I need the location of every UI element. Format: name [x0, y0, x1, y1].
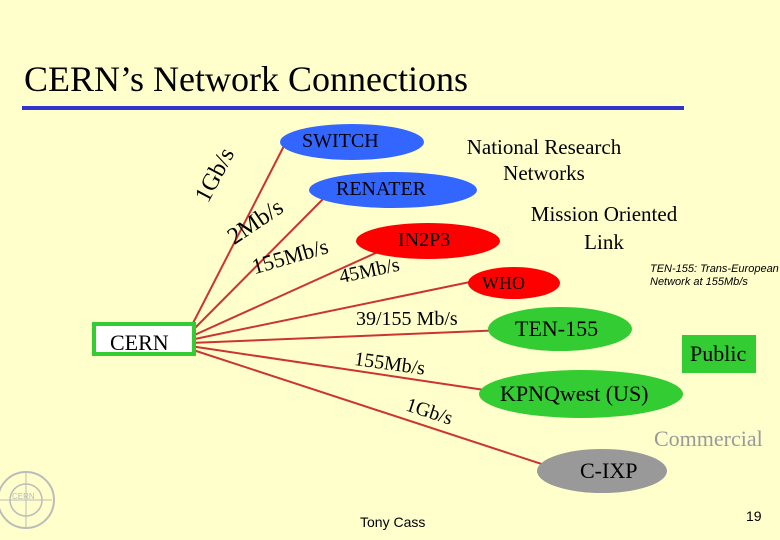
mission-oriented-label: Mission Oriented Link: [514, 200, 694, 256]
link-line-who: [189, 281, 471, 341]
cixp-node-label: C-IXP: [580, 458, 638, 483]
link-line-renater: [189, 191, 331, 334]
cern-logo-icon: [0, 471, 55, 529]
switch-node-shape: [280, 124, 424, 160]
switch-node-label: SWITCH: [302, 130, 379, 152]
kpnqwest-node-shape: [479, 370, 683, 418]
ten155-note: TEN-155: Trans-European Network at 155Mb…: [650, 263, 779, 288]
public-label: Public: [690, 341, 747, 366]
connection-lines: [189, 141, 561, 471]
public-category-box: [682, 335, 756, 373]
who-node-shape: [468, 267, 560, 299]
title-underline: [22, 106, 684, 110]
ten155-node-label: TEN-155: [515, 316, 599, 341]
national-research-text: National Research Networks: [466, 135, 622, 185]
link-line-cixp: [189, 348, 561, 471]
cern-node-label: CERN: [110, 330, 169, 355]
slide-title: CERN’s Network Connections: [24, 59, 468, 99]
link-line-kpnqwest: [189, 345, 499, 393]
link-label-ten155: 39/155 Mb/s: [356, 308, 458, 330]
who-node-label: WHO: [482, 273, 525, 293]
ten155-node-shape: [488, 307, 632, 351]
cern-logo-text: CERN: [12, 492, 35, 501]
kpnqwest-node-label: KPNQwest (US): [500, 381, 649, 406]
cern-node-box: [92, 322, 196, 356]
national-research-label: National Research Networks: [456, 134, 632, 186]
link-line-in2p3: [189, 241, 401, 338]
in2p3-node-label: IN2P3: [398, 229, 451, 251]
footer-author: Tony Cass: [360, 514, 426, 530]
cixp-node-shape: [537, 449, 667, 493]
link-line-ten155: [189, 329, 506, 344]
renater-node-shape: [309, 172, 477, 208]
mission-oriented-text: Mission Oriented Link: [530, 202, 678, 254]
in2p3-node-shape: [356, 223, 500, 259]
link-line-switch: [189, 141, 287, 330]
page-number: 19: [746, 508, 762, 524]
renater-node-label: RENATER: [336, 178, 426, 200]
commercial-label: Commercial: [654, 426, 763, 451]
